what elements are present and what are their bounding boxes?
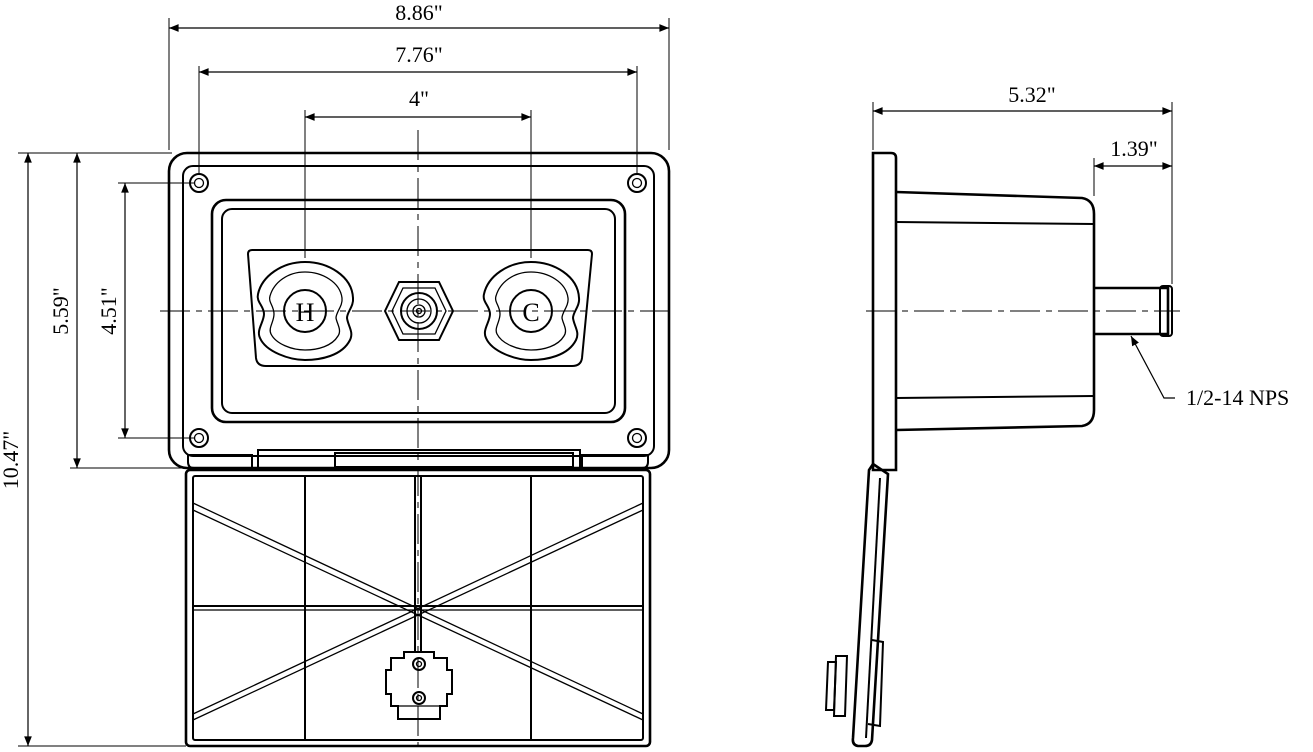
front-view: H C bbox=[160, 130, 676, 748]
overall-height-label: 10.47" bbox=[0, 431, 23, 489]
side-box-body bbox=[895, 190, 1096, 432]
cold-label: C bbox=[522, 298, 539, 327]
side-door-open bbox=[824, 462, 890, 748]
valve-panel bbox=[246, 249, 594, 367]
front-dimensions: 8.86" 7.76" 4" 10.47" 5.59" 4.51" bbox=[0, 0, 670, 747]
hot-label: H bbox=[296, 298, 315, 327]
side-view bbox=[824, 151, 1180, 748]
stem-length-label: 1.39" bbox=[1110, 136, 1157, 161]
overall-width-label: 8.86" bbox=[395, 0, 442, 25]
depth-label: 5.32" bbox=[1008, 82, 1055, 107]
mounting-screw-top-right-icon bbox=[627, 173, 647, 193]
mounting-screw-bottom-right-icon bbox=[627, 428, 647, 448]
hinge bbox=[187, 449, 649, 469]
hole-spacing-width-label: 7.76" bbox=[395, 42, 442, 67]
valve-spacing-label: 4" bbox=[409, 86, 429, 111]
side-dimensions: 5.32" 1.39" 1/2-14 NPS bbox=[872, 82, 1289, 410]
thread-note-label: 1/2-14 NPS bbox=[1186, 385, 1289, 410]
side-flange bbox=[871, 151, 898, 472]
door-latch-icon bbox=[385, 651, 453, 720]
housing-height-label: 5.59" bbox=[48, 287, 73, 334]
hole-spacing-height-label: 4.51" bbox=[96, 287, 121, 334]
